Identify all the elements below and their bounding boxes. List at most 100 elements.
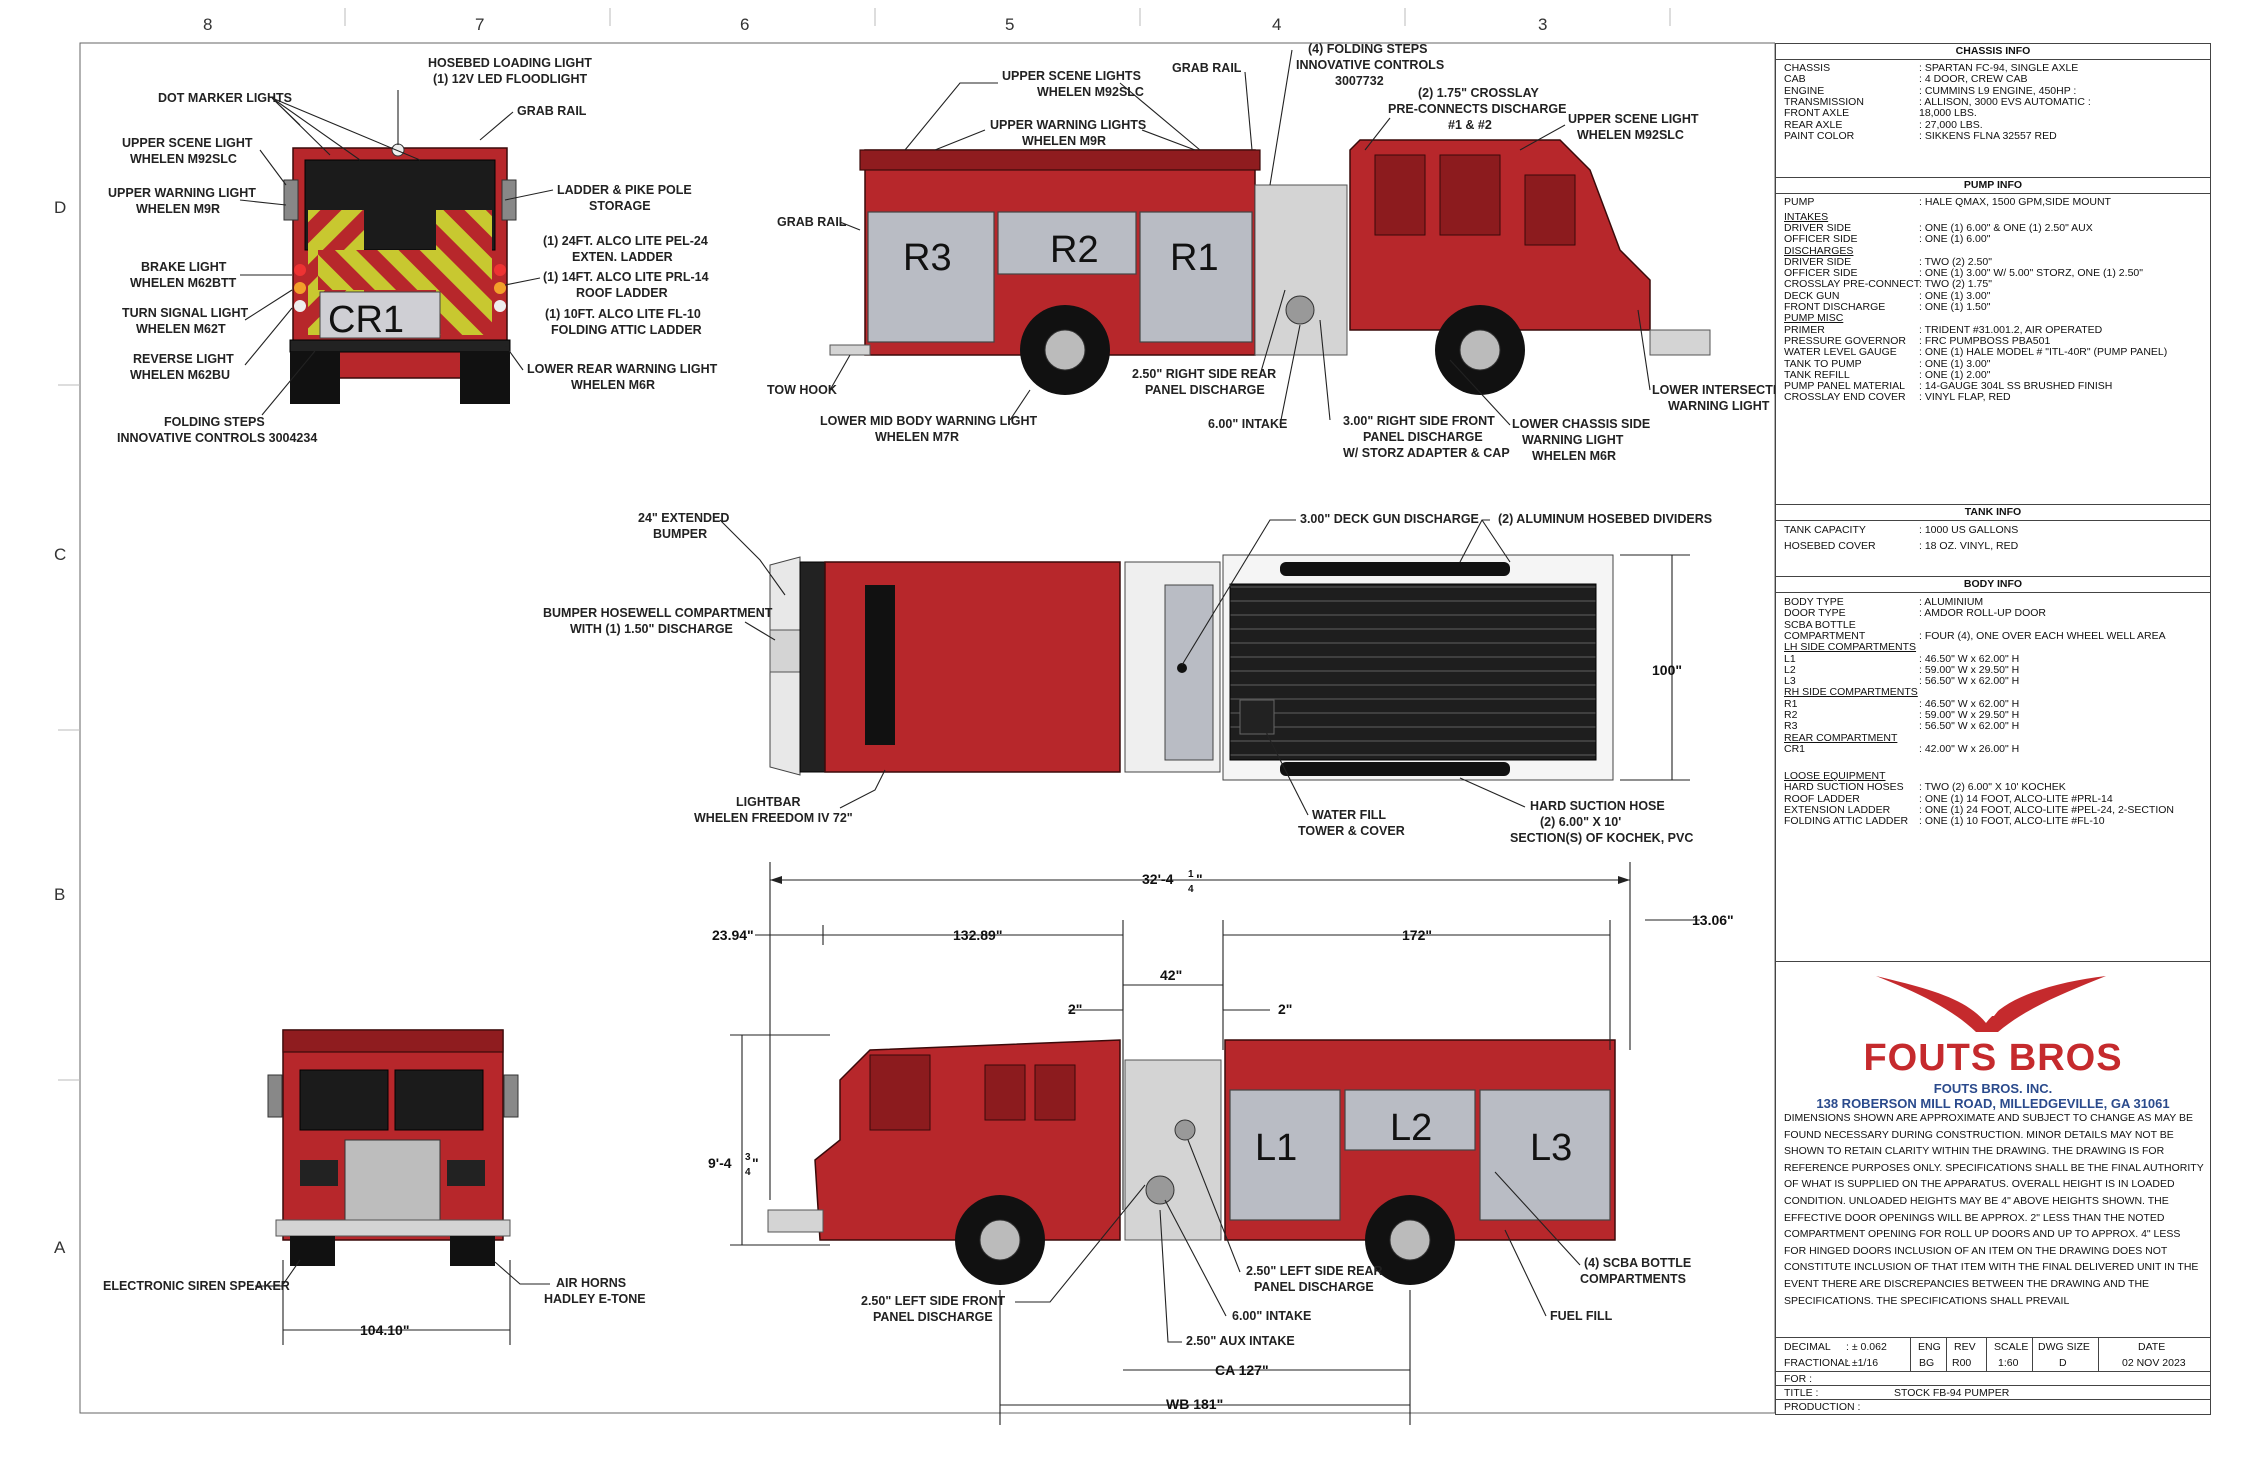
spec-value: : ONE (1) 6.00" & ONE (1) 2.50" AUX [1919, 221, 2093, 234]
tb-date-label: DATE [2138, 1341, 2166, 1353]
spec-key: PRESSURE GOVERNOR [1784, 334, 1906, 347]
tb-scale-label: SCALE [1994, 1341, 2029, 1353]
spec-subheading: RH SIDE COMPARTMENTS [1784, 686, 1918, 699]
spec-value: : SPARTAN FC-94, SINGLE AXLE [1919, 62, 2079, 74]
zone-column-markers: 8 7 6 5 4 3 2 [203, 8, 1671, 34]
callout-hard-suction: HARD SUCTION HOSE [1530, 799, 1665, 813]
spec-value: : ONE (1) 3.00" [1919, 357, 1991, 370]
callout-side-warning-model: WHELEN M9R [1022, 134, 1106, 148]
callout-hard-suction-3: SECTION(S) OF KOCHEK, PVC [1510, 831, 1693, 845]
tank-header: TANK INFO [1776, 504, 2210, 521]
brand-address: 138 ROBERSON MILL ROAD, MILLEDGEVILLE, G… [1816, 1096, 2170, 1111]
spec-key: R1 [1784, 697, 1798, 710]
callout-lower-mid-model: WHELEN M7R [875, 430, 959, 444]
callout-reverse-model: WHELEN M62BU [130, 368, 230, 382]
spec-value: : ONE (1) 24 FOOT, ALCO-LITE #PEL-24, 2-… [1919, 803, 2174, 816]
spec-key: CAB [1784, 73, 1806, 86]
callout-crosslay-2: PRE-CONNECTS DISCHARGE [1388, 102, 1567, 116]
spec-key: DECK GUN [1784, 289, 1840, 302]
spec-subheading: LOOSE EQUIPMENT [1784, 770, 1886, 783]
callout-turn: TURN SIGNAL LIGHT [122, 306, 249, 320]
callout-intake6-left: 6.00" INTAKE [1232, 1309, 1311, 1323]
title-block-production: PRODUCTION : [1776, 1399, 2210, 1414]
callout-ladder-pike: LADDER & PIKE POLE [557, 183, 692, 197]
brand-inc: FOUTS BROS. INC. [1933, 1081, 2053, 1096]
spec-key: L2 [1784, 663, 1796, 676]
spec-value: : 56.50" W x 62.00" H [1919, 675, 2020, 688]
callout-hosebed-light-model: (1) 12V LED FLOODLIGHT [433, 72, 588, 86]
tb-production: PRODUCTION : [1784, 1401, 1861, 1413]
callout-rs-front-3: W/ STORZ ADAPTER & CAP [1343, 446, 1510, 460]
callout-rs-rear: 2.50" RIGHT SIDE REAR [1132, 367, 1276, 381]
spec-value: : TRIDENT #31.001.2, AIR OPERATED [1919, 323, 2103, 336]
spec-key: WATER LEVEL GAUGE [1784, 346, 1897, 359]
front-callouts: ELECTRONIC SIREN SPEAKER AIR HORNS HADLE… [103, 1259, 646, 1306]
callout-crosslay-3: #1 & #2 [1448, 118, 1492, 132]
top-view [769, 554, 1614, 781]
dim-height-unit: " [752, 1155, 759, 1171]
spec-key: ROOF LADDER [1784, 792, 1860, 805]
spec-key: TANK REFILL [1784, 368, 1850, 381]
dim-height-num: 3 [745, 1152, 751, 1163]
spec-value: : 27,000 LBS. [1919, 118, 1983, 131]
right-side-callouts: UPPER SCENE LIGHTS WHELEN M92SLC GRAB RA… [767, 42, 1775, 463]
callout-ladder-10-type: FOLDING ATTIC LADDER [551, 323, 702, 337]
spec-key: PAINT COLOR [1784, 129, 1855, 142]
callout-bumper: 24" EXTENDED [638, 511, 729, 525]
spec-value: : ONE (1) 14 FOOT, ALCO-LITE #PRL-14 [1919, 792, 2113, 805]
spec-key: REAR AXLE [1784, 118, 1843, 131]
compartment-cr1: CR1 [328, 299, 404, 341]
spec-key: TRANSMISSION [1784, 95, 1864, 108]
brand-name: FOUTS BROS [1863, 1037, 2123, 1079]
rear-callouts: HOSEBED LOADING LIGHT (1) 12V LED FLOODL… [108, 56, 718, 445]
spec-value: : 42.00" W x 26.00" H [1919, 742, 2020, 755]
callout-side-scene: UPPER SCENE LIGHTS [1002, 69, 1141, 83]
compartment-r2: R2 [1050, 229, 1099, 271]
callout-lower-chassis-2: WARNING LIGHT [1522, 433, 1624, 447]
zone-col-8: 8 [203, 15, 212, 34]
callout-grab-rail-rear: GRAB RAIL [517, 104, 587, 118]
spec-value: : 46.50" W x 62.00" H [1919, 697, 2020, 710]
front-view [267, 1029, 519, 1266]
spec-key: PRIMER [1784, 323, 1825, 336]
tb-title-label: TITLE : [1784, 1387, 1819, 1399]
callout-lightbar-2: WHELEN FREEDOM IV 72" [694, 811, 853, 825]
callout-lower-rear: LOWER REAR WARNING LIGHT [527, 362, 718, 376]
spec-key: BODY TYPE [1784, 596, 1844, 608]
spec-subheading: DISCHARGES [1784, 244, 1854, 257]
callout-hosewell: BUMPER HOSEWELL COMPARTMENT [543, 606, 773, 620]
spec-value: : ALUMINIUM [1919, 596, 1984, 608]
spec-value: : ALLISON, 3000 EVS AUTOMATIC : [1919, 95, 2091, 108]
tb-eng-label: ENG [1918, 1341, 1941, 1353]
dim-bumper: 23.94" [712, 927, 754, 943]
dim-gap-left: 2" [1068, 1001, 1082, 1017]
callout-ls-front-2: PANEL DISCHARGE [873, 1310, 993, 1324]
left-side-view: L1 L2 L3 [767, 1039, 1616, 1285]
callout-water-fill: WATER FILL [1312, 808, 1386, 822]
spec-subheading: REAR COMPARTMENT [1784, 731, 1898, 744]
tb-date-value: 02 NOV 2023 [2122, 1357, 2186, 1369]
top-callouts: 24" EXTENDED BUMPER BUMPER HOSEWELL COMP… [543, 511, 1712, 845]
zone-col-4: 4 [1272, 15, 1281, 34]
callout-rs-front: 3.00" RIGHT SIDE FRONT [1343, 414, 1495, 428]
spec-value: : 59.00" W x 29.50" H [1919, 709, 2020, 721]
callout-ls-front: 2.50" LEFT SIDE FRONT [861, 1294, 1006, 1308]
zone-row-a: A [54, 1238, 66, 1257]
drawing-notes: DIMENSIONS SHOWN ARE APPROXIMATE AND SUB… [1784, 1112, 2204, 1307]
title-block-grid: DECIMAL : ± 0.062 FRACTIONAL : ±1/16 ENG… [1776, 1337, 2210, 1372]
callout-scba: (4) SCBA BOTTLE [1584, 1256, 1691, 1270]
callout-rs-front-2: PANEL DISCHARGE [1363, 430, 1483, 444]
callout-lower-rear-model: WHELEN M6R [571, 378, 655, 392]
dim-ca: CA 127" [1215, 1362, 1269, 1378]
spec-value: : FOUR (4), ONE OVER EACH WHEEL WELL ARE… [1919, 629, 2166, 642]
dim-overall-length: 32'-4 [1142, 871, 1174, 887]
callout-intake6-right: 6.00" INTAKE [1208, 417, 1287, 431]
callout-crosslay: (2) 1.75" CROSSLAY [1418, 86, 1539, 100]
zone-row-c: C [54, 545, 66, 564]
spec-value: : ONE (1) HALE MODEL # "ITL-40R" (PUMP P… [1919, 346, 2168, 359]
callout-ladder-10: (1) 10FT. ALCO LITE FL-10 [545, 307, 701, 321]
spec-value: : 4 DOOR, CREW CAB [1919, 73, 2028, 86]
callout-brake: BRAKE LIGHT [141, 260, 227, 274]
callout-steps4-brand: INNOVATIVE CONTROLS [1296, 58, 1444, 72]
